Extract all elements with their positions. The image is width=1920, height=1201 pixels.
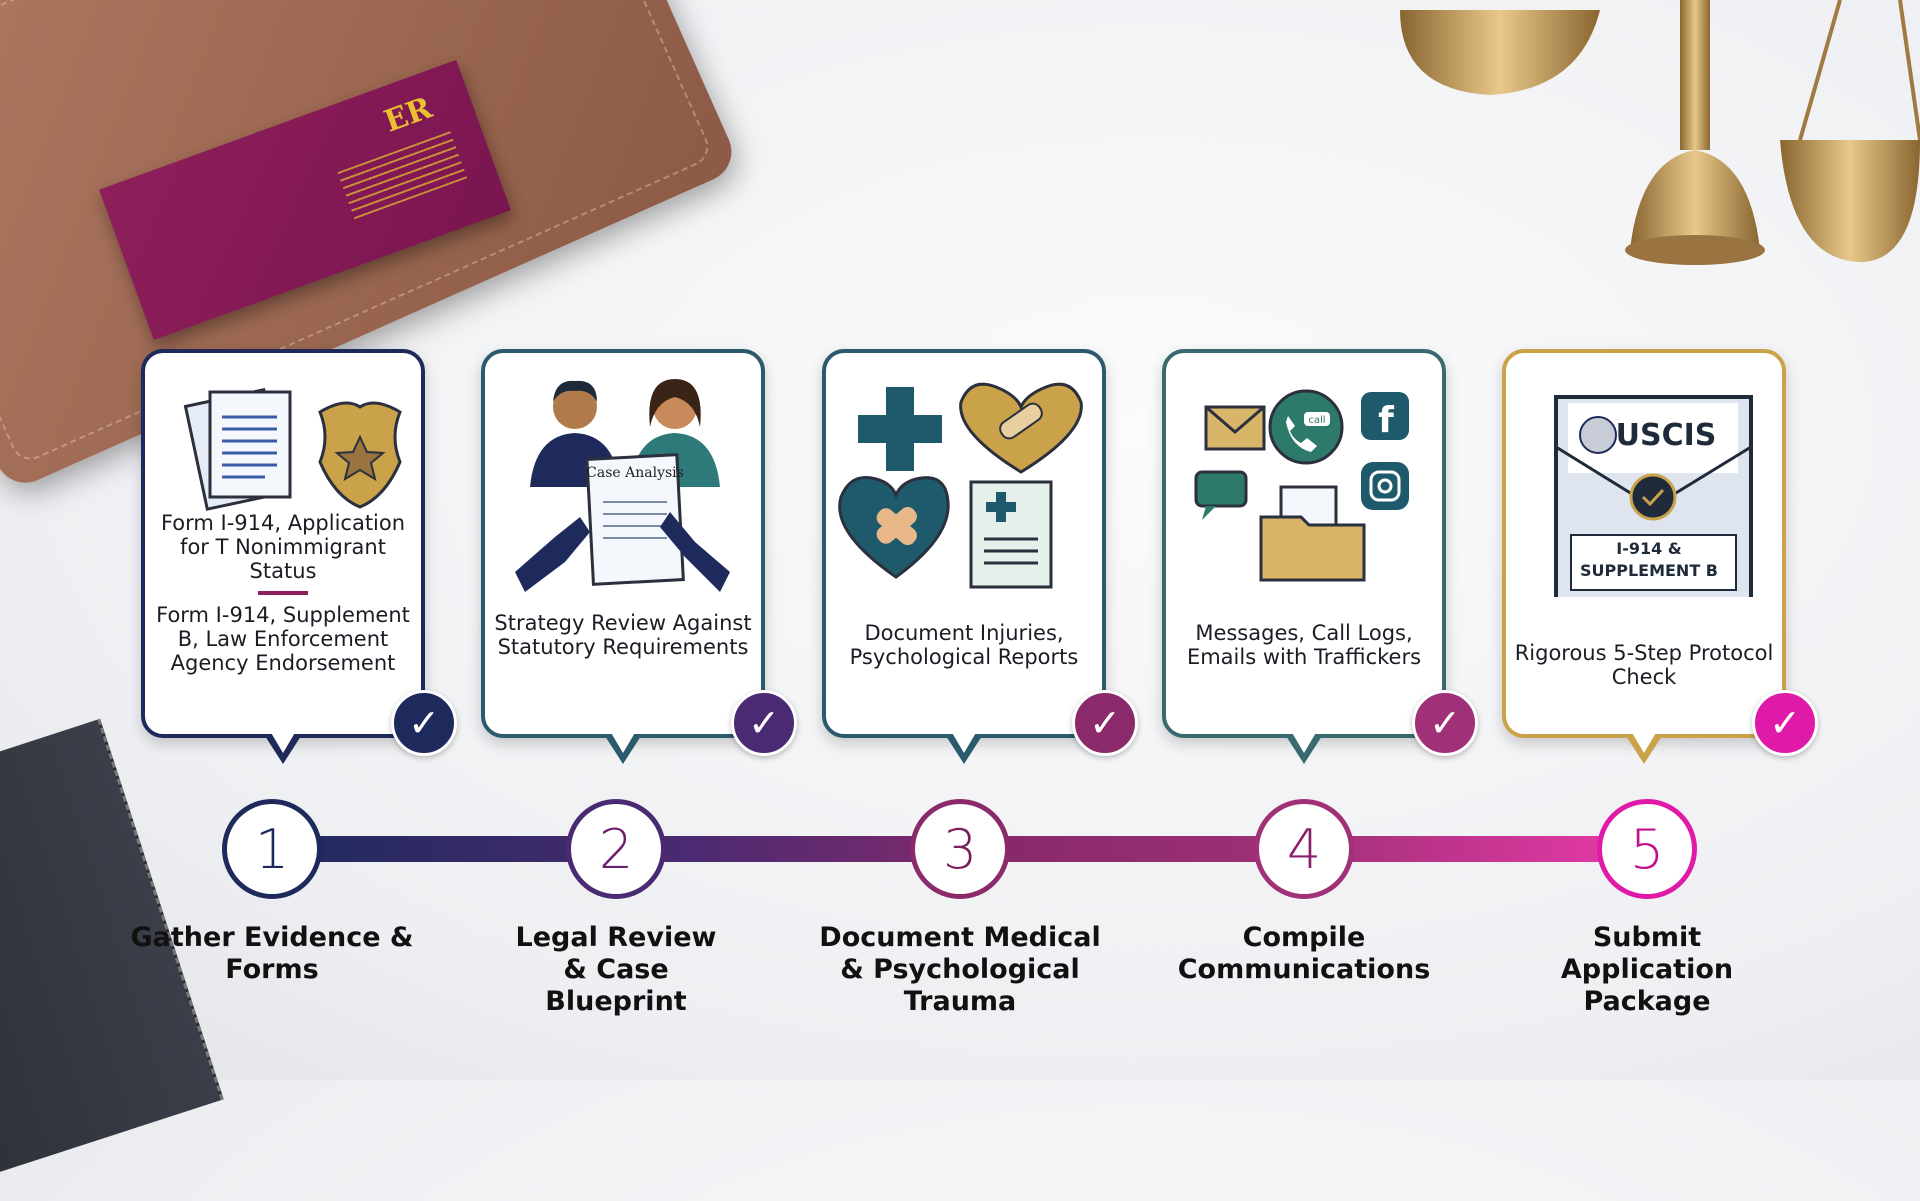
- communications-icons: call f: [1194, 389, 1409, 582]
- card-text: Strategy Review Against Statutory Requir…: [494, 611, 752, 659]
- step-1-card: Form I-914, Application for T Nonimmigra…: [141, 349, 457, 764]
- chat-icon: [1194, 470, 1248, 520]
- call-badge: call: [1308, 415, 1325, 426]
- step-3-marker[interactable]: 3: [910, 799, 1010, 899]
- broken-heart-icon: [838, 476, 950, 579]
- folder-icon: [1259, 485, 1366, 582]
- envelope-icon: [1204, 405, 1266, 451]
- card-text: Form I-914, Application for T Nonimmigra…: [160, 511, 406, 583]
- divider: [258, 591, 308, 595]
- step-2-label: Legal Review & Case Blueprint: [515, 922, 717, 1017]
- step-2-card: Case Analysis Strategy Review Against St…: [481, 349, 797, 764]
- document-title: Case Analysis: [586, 465, 684, 481]
- step-3-label: Document Medical & Psychological Trauma: [819, 922, 1101, 1017]
- card-pointer: [1626, 731, 1662, 764]
- step-3-card: Document Injuries, Psychological Reports…: [822, 349, 1138, 764]
- card-text-2: Form I-914, Supplement B, Law Enforcemen…: [156, 603, 410, 675]
- envelope-label: I-914 & SUPPLEMENT B: [1579, 539, 1718, 580]
- svg-text:f: f: [1378, 400, 1394, 441]
- step-5-label: Submit Application Package: [1560, 922, 1734, 1017]
- step-5-card: USCIS I-914 & SUPPLEMENT B Rigorous 5-St…: [1502, 349, 1818, 764]
- card-pointer: [946, 731, 982, 764]
- step-1-label: Gather Evidence & Forms: [130, 922, 414, 985]
- scales-of-justice-icon: [1400, 0, 1920, 265]
- completed-check-icon: ✓: [1412, 690, 1478, 756]
- facebook-icon: f: [1361, 392, 1409, 441]
- step-4-card: call f Messages, Call Logs, Emails with …: [1162, 349, 1478, 764]
- envelope-header: USCIS: [1616, 418, 1717, 453]
- medical-cross-icon: [858, 387, 942, 471]
- instagram-icon: [1361, 462, 1409, 510]
- business-card-logo: ER: [379, 90, 437, 140]
- medical-report-icon: [969, 480, 1053, 589]
- card-pointer: [605, 731, 641, 764]
- completed-check-icon: ✓: [391, 690, 457, 756]
- card-pointer: [1286, 731, 1322, 764]
- phone-call-icon: call: [1268, 389, 1344, 465]
- completed-check-icon: ✓: [731, 690, 797, 756]
- card-text-lines: [337, 131, 468, 220]
- documents-and-badge-icon: [183, 387, 402, 511]
- card-text: Messages, Call Logs, Emails with Traffic…: [1186, 621, 1422, 669]
- card-text: Document Injuries, Psychological Reports: [849, 621, 1079, 669]
- card-name-lines: [153, 223, 228, 250]
- lawyers-case-analysis-icon: Case Analysis: [515, 379, 730, 592]
- police-badge-icon: [318, 401, 402, 509]
- completed-check-icon: ✓: [1072, 690, 1138, 756]
- completed-check-icon: ✓: [1752, 690, 1818, 756]
- step-5-marker[interactable]: 5: [1597, 799, 1697, 899]
- documents-icon: [183, 387, 292, 511]
- step-4-marker[interactable]: 4: [1254, 799, 1354, 899]
- uscis-envelope-icon: USCIS: [1554, 395, 1753, 597]
- step-1-marker[interactable]: 1: [222, 799, 322, 899]
- card-pointer: [265, 731, 301, 764]
- bandaged-heart-icon: [959, 382, 1083, 474]
- step-4-label: Compile Communications: [1177, 922, 1431, 985]
- step-2-marker[interactable]: 2: [566, 799, 666, 899]
- card-text: Rigorous 5-Step Protocol Check: [1514, 641, 1774, 689]
- medical-trauma-icons: [838, 382, 1083, 589]
